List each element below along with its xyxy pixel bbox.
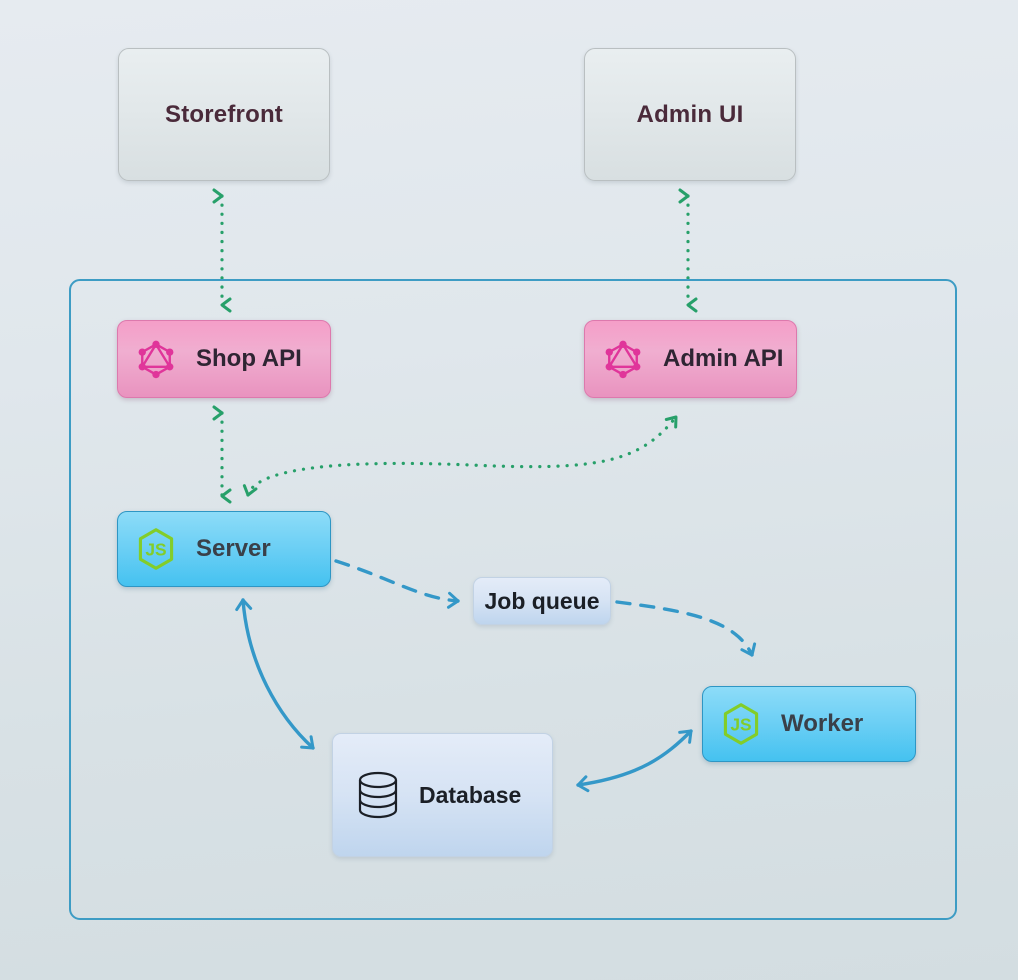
node-database[interactable]: Database: [332, 733, 553, 857]
node-admin-api-label: Admin API: [663, 345, 784, 372]
nodejs-icon: JS: [134, 526, 178, 572]
node-job-queue-label: Job queue: [484, 587, 600, 614]
database-icon: [355, 769, 401, 821]
graphql-icon: [134, 336, 178, 382]
vendure-server-boundary: [69, 279, 957, 920]
node-worker-label: Worker: [781, 710, 864, 737]
node-storefront-label: Storefront: [165, 100, 283, 128]
node-admin-ui[interactable]: Admin UI: [584, 48, 796, 181]
node-worker[interactable]: JS Worker: [702, 686, 916, 762]
node-server-label: Server: [196, 535, 271, 562]
svg-text:JS: JS: [730, 714, 751, 734]
node-shop-api-label: Shop API: [196, 345, 302, 372]
node-shop-api[interactable]: Shop API: [117, 320, 331, 398]
graphql-icon: [601, 336, 645, 382]
node-server[interactable]: JS Server: [117, 511, 331, 587]
node-storefront[interactable]: Storefront: [118, 48, 330, 181]
node-job-queue[interactable]: Job queue: [473, 577, 611, 625]
node-admin-ui-label: Admin UI: [636, 100, 744, 128]
node-admin-api[interactable]: Admin API: [584, 320, 797, 398]
node-database-label: Database: [419, 781, 522, 808]
nodejs-icon: JS: [719, 701, 763, 747]
svg-text:JS: JS: [145, 539, 166, 559]
